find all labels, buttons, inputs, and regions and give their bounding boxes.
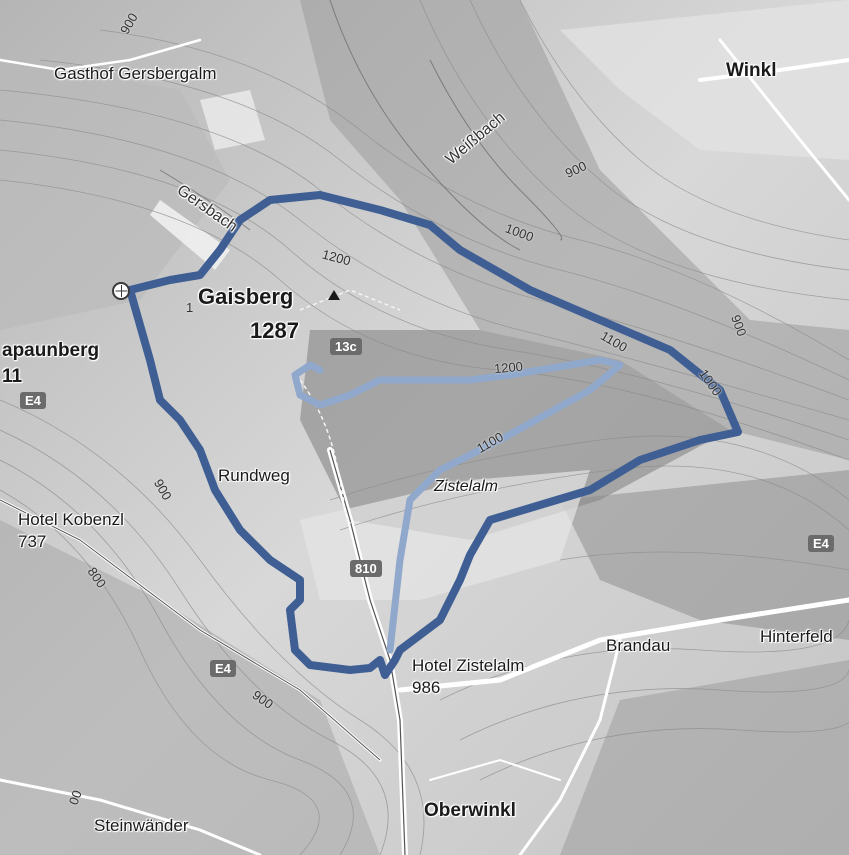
road-badge: 810 [350, 560, 382, 577]
place-brandau[interactable]: Brandau [606, 636, 671, 655]
road-badge: E4 [210, 660, 236, 677]
peak-gaisberg-name[interactable]: Gaisberg [198, 284, 294, 309]
meadow [200, 90, 265, 150]
route-main[interactable] [126, 191, 742, 679]
road-badge: 13c [330, 338, 362, 355]
peak-gaisberg-elevation: 1287 [250, 318, 299, 343]
road-badge: E4 [20, 392, 46, 409]
contour-label: 1200 [493, 358, 524, 377]
peak-kapaunberg-elevation: 11 [2, 366, 23, 387]
trail-rundweg[interactable]: Rundweg [218, 466, 290, 485]
trailhead-marker-icon[interactable] [112, 282, 130, 300]
peak-kapaunberg-name[interactable]: apaunberg [2, 340, 100, 361]
shaded-slope [300, 0, 849, 460]
place-hinterfeld[interactable]: Hinterfeld [760, 627, 833, 646]
place-oberwinkl[interactable]: Oberwinkl [424, 800, 516, 821]
place-winkl[interactable]: Winkl [726, 60, 777, 81]
place-zistelalm[interactable]: Zistelalm [434, 478, 499, 495]
place-hotel-kobenzl-elevation: 737 [18, 532, 47, 551]
place-hotel-kobenzl-name[interactable]: Hotel Kobenzl [18, 510, 124, 529]
place-hotel-zistelalm-name[interactable]: Hotel Zistelalm [412, 656, 525, 675]
meadow [150, 200, 230, 270]
shaded-slope [0, 520, 380, 855]
shaded-slope [560, 470, 849, 640]
road-badge: E4 [808, 535, 834, 552]
place-gasthof-gersbergalm[interactable]: Gasthof Gersbergalm [54, 64, 217, 83]
place-steinwander[interactable]: Steinwänder [94, 816, 189, 835]
shaded-slope [560, 660, 849, 855]
contour-label: 1 [186, 300, 194, 315]
summit-triangle-icon [328, 290, 340, 300]
route-secondary[interactable] [291, 356, 624, 654]
place-hotel-zistelalm-elevation: 986 [412, 678, 441, 697]
road-casing [0, 449, 406, 855]
trails [299, 289, 401, 526]
